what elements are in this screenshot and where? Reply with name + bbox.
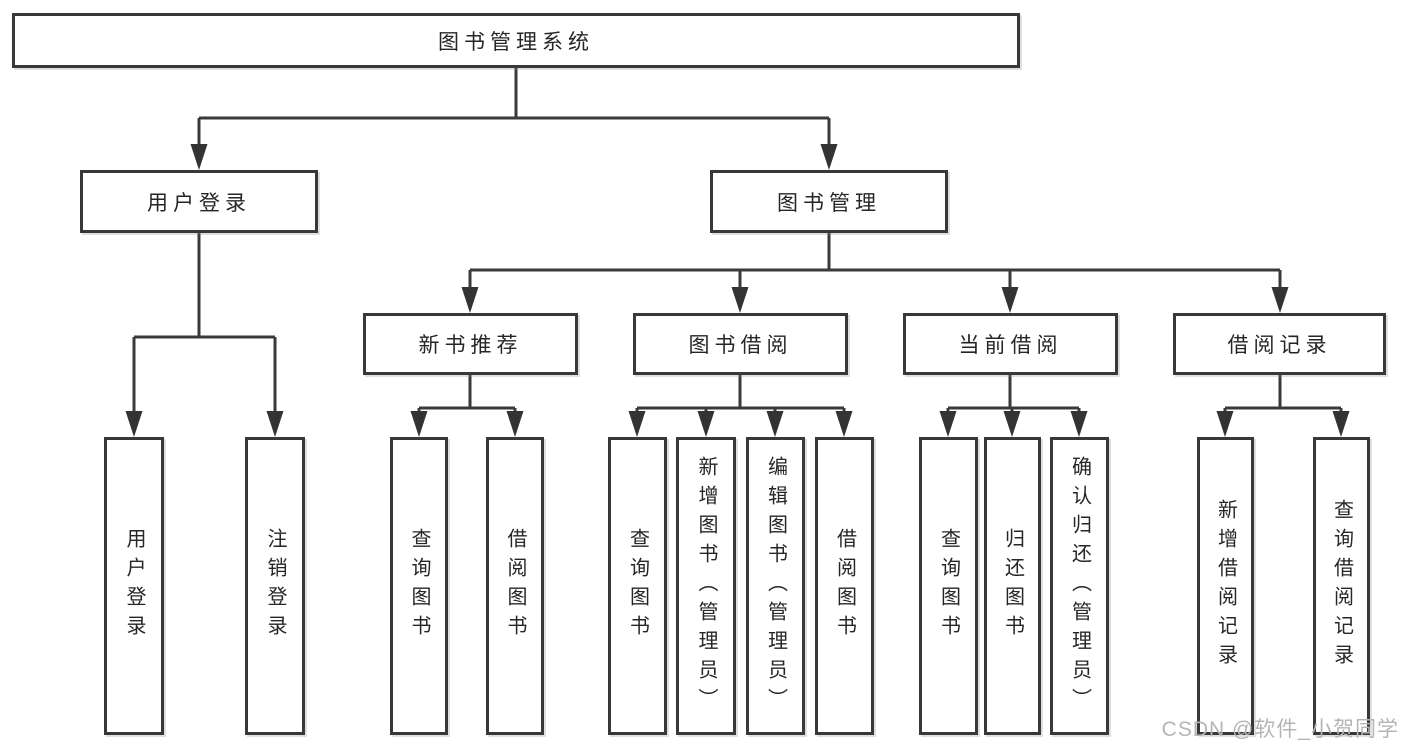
- node-label: 借阅图书: [833, 528, 856, 644]
- node-borrowing-records: 借阅记录: [1173, 313, 1386, 375]
- node-label: 新书推荐: [418, 334, 523, 357]
- arrowhead: [410, 411, 428, 437]
- arrowhead: [461, 287, 479, 313]
- arrowhead: [835, 411, 853, 437]
- arrowhead: [1003, 411, 1021, 437]
- arrowhead: [190, 144, 208, 170]
- node-label: 注销登录: [264, 528, 286, 644]
- arrowhead: [820, 144, 838, 170]
- node-label: 新增借阅记录: [1214, 499, 1237, 673]
- arrowhead: [628, 411, 646, 437]
- node-label: 查询借阅记录: [1330, 499, 1353, 673]
- leaf-borrow-borrow-book: 借阅图书: [815, 437, 874, 735]
- connector-book-borrow: [635, 375, 846, 433]
- arrowhead: [506, 411, 524, 437]
- node-label: 用户登录: [123, 528, 145, 644]
- leaf-borrow-edit-book-admin: 编辑图书（管理员）: [746, 437, 805, 735]
- arrowhead: [766, 411, 784, 437]
- leaf-borrow-add-book-admin: 新增图书（管理员）: [676, 437, 736, 735]
- arrowhead: [1332, 411, 1350, 437]
- arrowhead: [939, 411, 957, 437]
- node-label: 查询图书: [937, 528, 960, 644]
- arrowhead: [125, 411, 143, 437]
- node-library-system: 图书管理系统: [12, 13, 1020, 68]
- node-label: 编辑图书（管理员）: [764, 455, 787, 717]
- watermark: CSDN @软件_小贺同学: [1161, 718, 1399, 741]
- leaf-newbooks-borrow-book: 借阅图书: [486, 437, 544, 735]
- leaf-current-query-book: 查询图书: [919, 437, 978, 735]
- connector-borrow-records: [1223, 375, 1343, 433]
- arrowhead: [1001, 287, 1019, 313]
- connector-new-books: [417, 375, 517, 433]
- node-label: 确认归还（管理员）: [1068, 455, 1091, 717]
- connector-book-management: [468, 233, 1282, 309]
- arrowhead: [1271, 287, 1289, 313]
- node-label: 用户登录: [147, 191, 251, 215]
- node-book-management: 图书管理: [710, 170, 948, 233]
- arrowhead: [1216, 411, 1234, 437]
- node-new-book-recommendation: 新书推荐: [363, 313, 578, 375]
- node-label: 借阅记录: [1227, 334, 1332, 357]
- arrowhead: [1070, 411, 1088, 437]
- node-label: 归还图书: [1001, 528, 1024, 644]
- node-label: 借阅图书: [504, 528, 526, 644]
- node-label: 当前借阅: [958, 334, 1063, 357]
- leaf-current-return-book: 归还图书: [984, 437, 1041, 735]
- connector-root: [197, 68, 831, 166]
- node-label: 图书管理: [777, 191, 881, 215]
- node-label: 查询图书: [626, 528, 649, 644]
- arrowhead: [731, 287, 749, 313]
- leaf-records-add-record: 新增借阅记录: [1197, 437, 1254, 735]
- leaf-newbooks-query-book: 查询图书: [390, 437, 448, 735]
- node-current-borrowing: 当前借阅: [903, 313, 1118, 375]
- leaf-records-query-record: 查询借阅记录: [1313, 437, 1370, 735]
- node-book-borrowing: 图书借阅: [633, 313, 848, 375]
- leaf-user-login: 用户登录: [104, 437, 164, 735]
- node-label: 新增图书（管理员）: [695, 455, 717, 717]
- leaf-borrow-query-book: 查询图书: [608, 437, 667, 735]
- node-label: 图书管理系统: [438, 30, 594, 54]
- node-user-login: 用户登录: [80, 170, 318, 233]
- leaf-current-confirm-return-admin: 确认归还（管理员）: [1050, 437, 1109, 735]
- arrowhead: [697, 411, 715, 437]
- node-label: 图书借阅: [688, 334, 793, 357]
- node-label: 查询图书: [408, 528, 430, 644]
- arrowhead: [266, 411, 284, 437]
- leaf-logout: 注销登录: [245, 437, 305, 735]
- connector-user-login: [132, 233, 277, 433]
